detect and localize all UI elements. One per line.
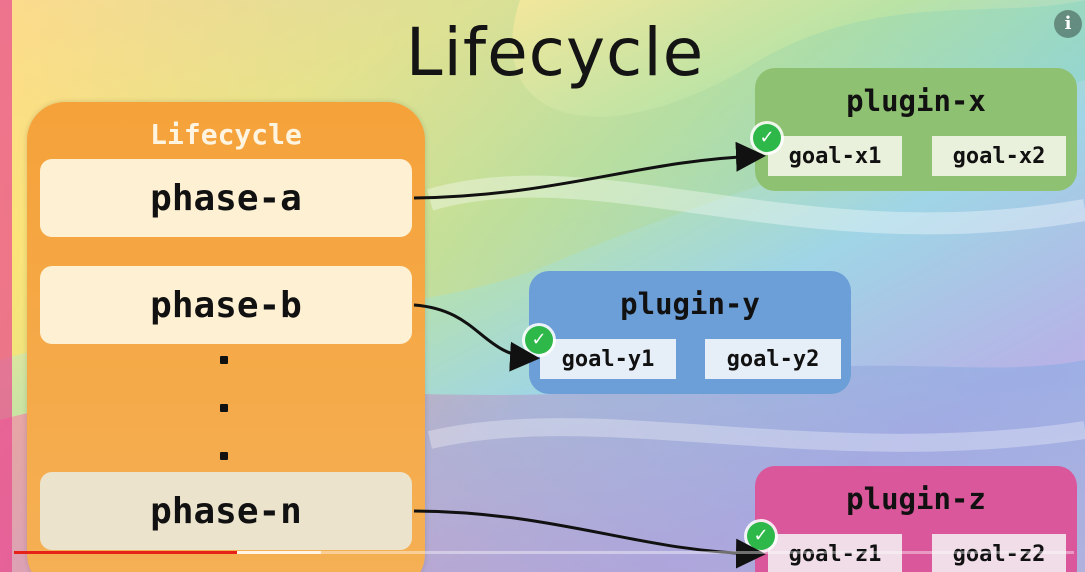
goal-z2-box: goal-z2 xyxy=(932,534,1066,572)
progress-buffered xyxy=(236,551,322,554)
plugin-x-title: plugin-x xyxy=(846,84,986,118)
arrow-phase-b-to-goal-y1 xyxy=(413,303,540,372)
ellipsis-dot xyxy=(220,404,228,412)
goal-x2-box: goal-x2 xyxy=(932,136,1066,176)
goal-z1-box: goal-z1 xyxy=(768,534,902,572)
plugin-x-box: plugin-x goal-x1 goal-x2 xyxy=(755,68,1077,191)
arrow-phase-n-to-goal-z1 xyxy=(413,509,766,569)
arrow-phase-a-to-goal-x1 xyxy=(413,141,766,200)
plugin-y-title: plugin-y xyxy=(620,287,760,321)
phase-a-box: phase-a xyxy=(40,159,412,237)
plugin-z-box: plugin-z goal-z1 goal-z2 xyxy=(755,466,1077,572)
goal-x1-box: goal-x1 xyxy=(768,136,902,176)
plugin-z-title: plugin-z xyxy=(846,482,986,516)
goal-y1-box: goal-y1 xyxy=(540,339,676,379)
info-icon[interactable]: i xyxy=(1054,10,1082,38)
phase-b-box: phase-b xyxy=(40,266,412,344)
phase-n-box: phase-n xyxy=(40,472,412,550)
progress-played xyxy=(14,551,237,554)
plugin-y-box: plugin-y goal-y1 goal-y2 xyxy=(529,271,851,394)
lifecycle-container: Lifecycle phase-a phase-b phase-n xyxy=(27,102,425,572)
ellipsis-dot xyxy=(220,356,228,364)
ellipsis-dot xyxy=(220,452,228,460)
slide-title: Lifecycle xyxy=(405,14,705,91)
lifecycle-label: Lifecycle xyxy=(150,118,302,151)
goal-y2-box: goal-y2 xyxy=(705,339,841,379)
video-progress-bar[interactable] xyxy=(14,551,1074,554)
